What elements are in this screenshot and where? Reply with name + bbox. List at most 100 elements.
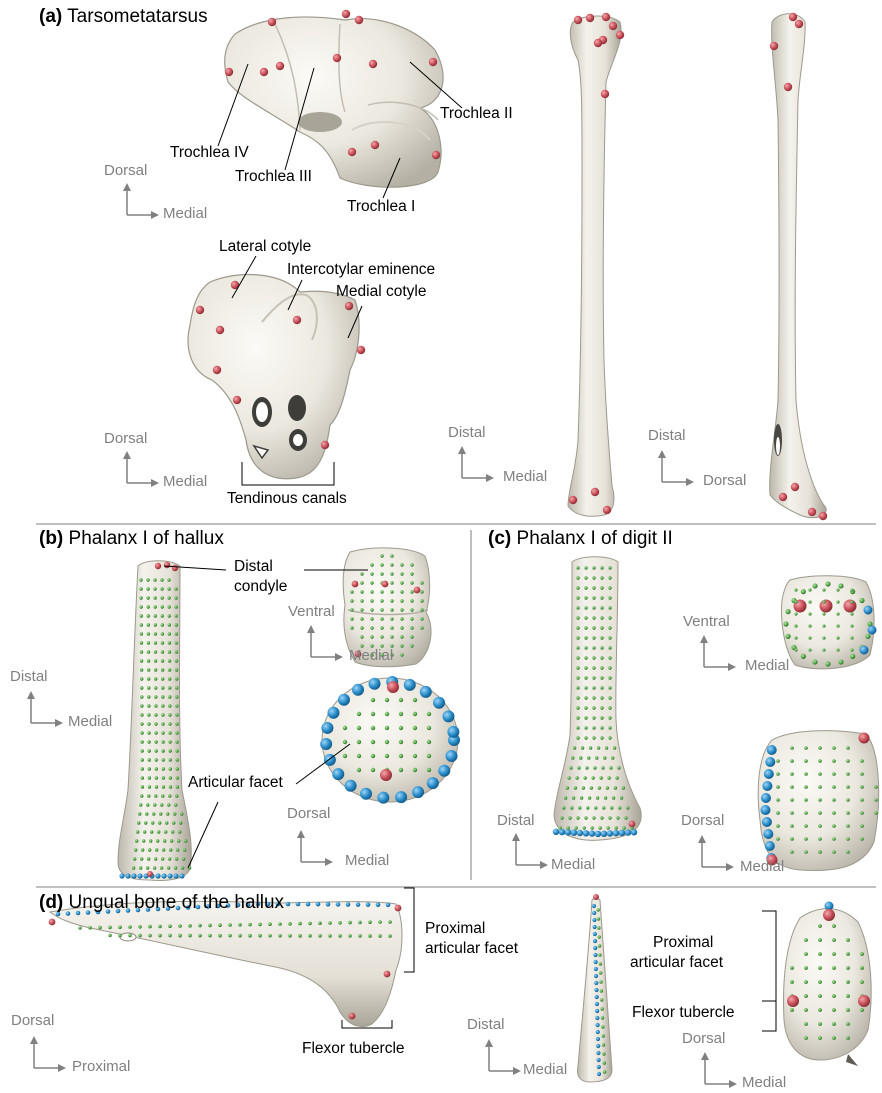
axis-b-top-horizontal: Medial	[349, 647, 393, 664]
green-landmark	[860, 798, 864, 802]
green-landmark	[808, 624, 811, 627]
green-landmark	[566, 826, 569, 829]
green-landmark	[599, 776, 602, 779]
green-landmark	[568, 816, 571, 819]
green-landmark	[860, 952, 864, 956]
green-landmark	[360, 581, 363, 584]
green-landmark	[380, 590, 383, 593]
green-landmark	[148, 934, 152, 938]
axis-d-left-vertical: Dorsal	[11, 1012, 54, 1029]
panel-d-title: (d) Ungual bone of the hallux	[39, 892, 284, 914]
green-landmark	[348, 934, 352, 938]
green-landmark	[172, 821, 175, 824]
green-landmark	[148, 925, 152, 929]
axis-a-top-horizontal: Medial	[163, 205, 207, 222]
green-landmark	[804, 980, 808, 984]
green-landmark	[174, 596, 177, 599]
green-landmark	[360, 626, 363, 629]
green-landmark	[399, 754, 403, 758]
green-landmark	[175, 731, 178, 734]
green-landmark	[169, 785, 172, 788]
green-landmark	[790, 966, 794, 970]
green-landmark	[608, 566, 611, 569]
green-landmark	[248, 934, 252, 938]
green-landmark	[357, 712, 361, 716]
green-landmark	[370, 563, 373, 566]
green-landmark	[592, 666, 595, 669]
blue-landmark	[356, 902, 361, 907]
tarsometatarsus-distal-view	[225, 17, 443, 187]
green-landmark	[371, 712, 375, 716]
blue-landmark	[306, 902, 311, 907]
label-intercotylar-eminence: Intercotylar eminence	[287, 261, 435, 279]
blue-landmark	[597, 1072, 601, 1076]
green-landmark	[161, 731, 164, 734]
green-landmark	[108, 926, 112, 930]
green-landmark	[590, 826, 593, 829]
green-landmark	[588, 796, 591, 799]
green-landmark	[378, 920, 382, 924]
green-landmark	[140, 614, 143, 617]
green-landmark	[600, 656, 603, 659]
blue-landmark	[404, 679, 416, 691]
green-landmark	[592, 816, 595, 819]
green-landmark	[390, 581, 393, 584]
green-landmark	[399, 698, 403, 702]
green-landmark	[140, 641, 143, 644]
green-landmark	[860, 772, 864, 776]
green-landmark	[592, 616, 595, 619]
green-landmark	[592, 686, 595, 689]
blue-landmark	[321, 722, 333, 734]
green-landmark	[822, 636, 825, 639]
green-landmark	[88, 926, 92, 930]
green-landmark	[350, 626, 353, 629]
label-flexor-tubercle: Flexor tubercle	[302, 1040, 405, 1058]
green-landmark	[164, 830, 167, 833]
green-landmark	[175, 686, 178, 689]
blue-landmark	[447, 726, 459, 738]
green-landmark	[600, 686, 603, 689]
axis-a-right-vertical: Distal	[648, 427, 686, 444]
green-landmark	[825, 661, 830, 666]
green-landmark	[591, 776, 594, 779]
green-landmark	[600, 666, 603, 669]
red-landmark	[770, 42, 778, 50]
axis-b-left-vertical: Distal	[10, 668, 48, 685]
green-landmark	[370, 617, 373, 620]
green-landmark	[133, 857, 136, 860]
green-landmark	[560, 816, 563, 819]
green-landmark	[162, 785, 165, 788]
green-landmark	[178, 830, 181, 833]
green-landmark	[622, 826, 625, 829]
green-landmark	[140, 686, 143, 689]
green-landmark	[228, 923, 232, 927]
blue-landmark	[338, 694, 350, 706]
green-landmark	[600, 566, 603, 569]
green-landmark	[790, 850, 794, 854]
blue-landmark	[595, 831, 601, 837]
green-landmark	[268, 934, 272, 938]
green-landmark	[420, 581, 423, 584]
red-landmark	[380, 769, 392, 781]
green-landmark	[597, 746, 600, 749]
red-landmark	[858, 995, 870, 1007]
green-landmark	[576, 646, 579, 649]
green-landmark	[584, 576, 587, 579]
axis-c-bottom-horizontal: Medial	[740, 858, 784, 875]
green-landmark	[168, 677, 171, 680]
green-landmark	[410, 572, 413, 575]
label-trochlea-iv: Trochlea IV	[170, 144, 249, 162]
green-landmark	[380, 599, 383, 602]
green-landmark	[608, 816, 611, 819]
green-landmark	[170, 839, 173, 842]
green-landmark	[790, 759, 794, 763]
green-landmark	[161, 794, 164, 797]
axis-c-top-horizontal: Medial	[745, 657, 789, 674]
green-landmark	[808, 648, 811, 651]
green-landmark	[818, 924, 822, 928]
green-landmark	[140, 731, 143, 734]
green-landmark	[601, 1025, 604, 1028]
green-landmark	[410, 617, 413, 620]
green-landmark	[584, 566, 587, 569]
green-landmark	[176, 776, 179, 779]
